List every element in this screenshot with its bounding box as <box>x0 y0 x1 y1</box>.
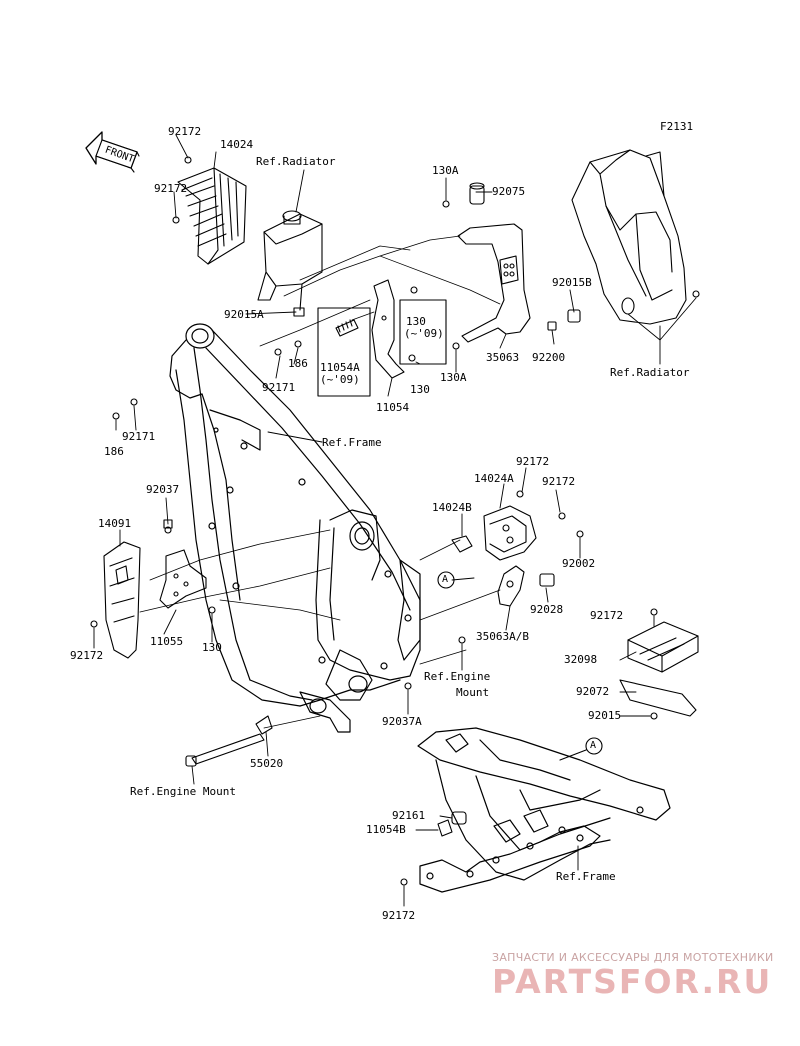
callout-a-circle <box>437 571 455 589</box>
battery-tray-32098-part <box>619 621 699 717</box>
part-label: 14091 <box>98 517 132 530</box>
part-label: 11054A <box>320 361 360 374</box>
part-label: 14024 <box>220 138 254 151</box>
part-label: 14024A <box>474 472 514 485</box>
part-label: 92171 <box>122 430 156 443</box>
part-label: 130 <box>406 315 426 328</box>
part-label: 92171 <box>262 381 296 394</box>
callout-a-label: A <box>590 740 597 751</box>
part-label: 92002 <box>562 557 596 570</box>
part-label: 92172 <box>154 182 188 195</box>
part-label: 92072 <box>576 685 610 698</box>
shroud-left-part <box>177 167 247 265</box>
reference-lines <box>139 235 501 729</box>
ref-label: Ref.Frame <box>556 870 616 883</box>
ref-label: Mount <box>456 686 490 699</box>
part-label: 92172 <box>516 455 550 468</box>
part-label: 92028 <box>530 603 564 616</box>
part-label: 92172 <box>590 609 624 622</box>
year-note: (~'09) <box>404 327 444 340</box>
sub-frame-part <box>417 727 671 893</box>
part-label: 130 <box>202 641 222 654</box>
part-label: 92015 <box>588 709 622 722</box>
part-label: 92075 <box>492 185 526 198</box>
part-label: 14024B <box>432 501 472 514</box>
part-label: 92172 <box>168 125 202 138</box>
watermark-tagline: ЗАПЧАСТИ И АКСЕССУАРЫ ДЛЯ МОТОТЕХНИКИ <box>492 951 774 964</box>
part-label: 11054 <box>376 401 410 414</box>
ref-label: Ref.Engine Mount <box>130 785 236 798</box>
bracket-35063ab-part <box>497 565 555 607</box>
part-label: 11054B <box>366 823 406 836</box>
ref-label: Ref.Radiator <box>610 366 690 379</box>
part-label: 186 <box>288 357 308 370</box>
part-label: 11055 <box>150 635 184 648</box>
callout-a-label: A <box>442 574 449 585</box>
bracket-11055-part <box>159 549 207 609</box>
ref-label: Ref.Frame <box>322 436 382 449</box>
part-label: 32098 <box>564 653 598 666</box>
part-label: 92037 <box>146 483 180 496</box>
cover-14091-part <box>103 541 141 659</box>
year-note: (~'09) <box>320 373 360 386</box>
part-label: 92172 <box>542 475 576 488</box>
part-label: 130A <box>432 164 459 177</box>
bolt-icons <box>90 156 700 886</box>
leader-lines <box>93 134 697 907</box>
ref-label: Ref.Engine <box>424 670 491 683</box>
watermark-logo: PARTSFOR.RU <box>492 962 773 1001</box>
part-label: 35063 <box>486 351 520 364</box>
option-box-11054a <box>317 307 371 397</box>
reservoir-tank-part <box>257 210 323 317</box>
option-box-130 <box>399 299 447 365</box>
guard-14024a-part <box>483 505 537 561</box>
ref-label: Ref.Radiator <box>256 155 336 168</box>
part-label: 130 <box>410 383 430 396</box>
main-frame-part <box>169 323 421 733</box>
part-label: 92161 <box>392 809 426 822</box>
bracket-11054-part <box>371 279 405 379</box>
part-label: 130A <box>440 371 467 384</box>
part-11054a-icon <box>335 319 359 337</box>
bolt-55020-part <box>185 715 273 767</box>
part-label: 92015A <box>224 308 264 321</box>
part-label: 92015B <box>552 276 592 289</box>
front-arrow-icon: FRONT <box>85 131 140 173</box>
callout-a-circle <box>585 737 603 755</box>
part-label: 55020 <box>250 757 284 770</box>
figure-code: F2131 <box>660 120 694 133</box>
part-label: 92037A <box>382 715 422 728</box>
part-label: 35063A/B <box>476 630 529 643</box>
spacer-92161-icon <box>451 811 467 825</box>
shroud-right-part <box>571 149 687 325</box>
part-11054b-icon <box>437 819 453 837</box>
part-label: 92172 <box>70 649 104 662</box>
part-label: 92200 <box>532 351 566 364</box>
bracket-35063-part <box>457 182 531 343</box>
part-label: 92172 <box>382 909 416 922</box>
part-label: 186 <box>104 445 124 458</box>
part-14024b-icon <box>451 535 473 553</box>
